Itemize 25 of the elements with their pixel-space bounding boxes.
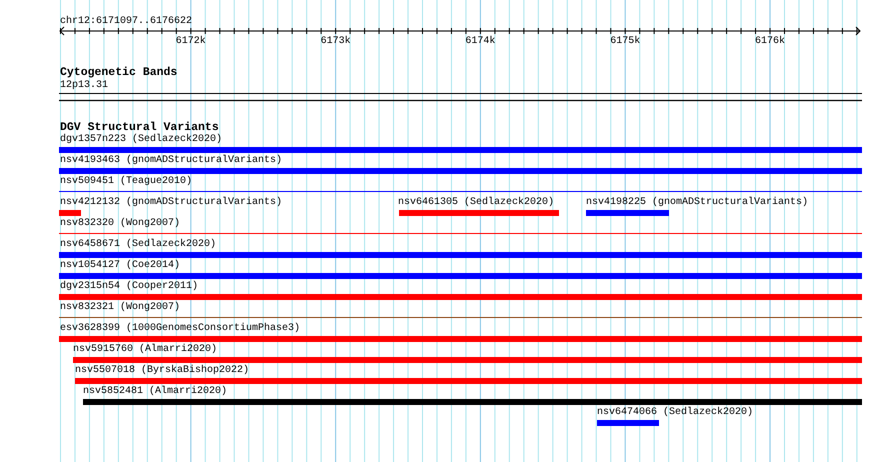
tick-label: 6172k xyxy=(176,36,206,46)
variant-label: nsv832320 (Wong2007) xyxy=(60,218,180,229)
variant-label: dgv2315n54 (Cooper2011) xyxy=(60,281,198,292)
track-title: Cytogenetic Bands xyxy=(60,67,178,79)
variant-label: nsv4212132 (gnomADStructuralVariants) xyxy=(60,197,282,208)
variant-label: nsv1054127 (Coe2014) xyxy=(60,260,180,271)
variant-label: nsv4198225 (gnomADStructuralVariants) xyxy=(586,197,808,208)
tick-label: 6173k xyxy=(320,36,351,46)
variant-label: nsv832321 (Wong2007) xyxy=(60,302,180,313)
tick-label: 6176k xyxy=(755,36,786,46)
variant-label: nsv5852481 (Almarri2020) xyxy=(83,386,228,397)
variant-label: dgv1357n223 (Sedlazeck2020) xyxy=(60,134,222,145)
band-label: 12p13.31 xyxy=(60,80,108,91)
region-label: chr12:6171097..6176622 xyxy=(60,16,192,26)
variant-label: nsv509451 (Teague2010) xyxy=(60,176,192,187)
variant-label: nsv6458671 (Sedlazeck2020) xyxy=(60,239,216,250)
tick-label: 6174k xyxy=(465,36,496,46)
variant-label: nsv5915760 (Almarri2020) xyxy=(73,344,218,355)
variant-label: esv3628399 (1000GenomesConsortiumPhase3) xyxy=(60,323,300,334)
track-title: DGV Structural Variants xyxy=(60,122,219,134)
variant-label: nsv6474066 (Sedlazeck2020) xyxy=(597,407,754,418)
variant-label: nsv6461305 (Sedlazeck2020) xyxy=(398,197,554,208)
variant-label: nsv4193463 (gnomADStructuralVariants) xyxy=(60,155,282,166)
tick-label: 6175k xyxy=(610,36,640,46)
variant-label: nsv5507018 (ByrskaBishop2022) xyxy=(75,365,250,376)
